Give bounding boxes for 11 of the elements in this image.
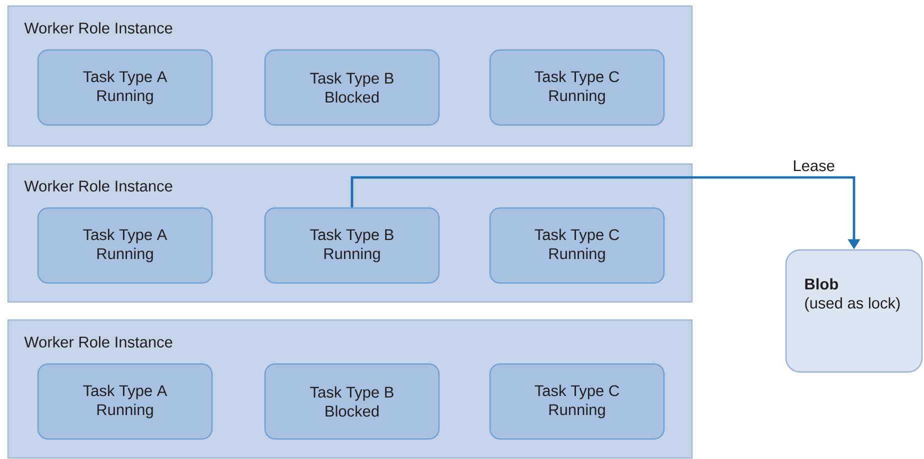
task-box: Task Type B Blocked: [264, 49, 440, 126]
task-box: Task Type C Running: [489, 207, 665, 284]
blob-box: Blob (used as lock): [785, 249, 923, 373]
task-box: Task Type B Running: [264, 207, 440, 284]
task-box: Task Type C Running: [489, 49, 665, 126]
edge-label: Lease: [794, 160, 834, 172]
task-box: Task Type B Blocked: [264, 363, 440, 440]
task-box: Task Type A Running: [37, 49, 213, 126]
task-box: Task Type A Running: [37, 207, 213, 284]
task-box: Task Type C Running: [489, 363, 665, 440]
task-box: Task Type A Running: [37, 363, 213, 440]
